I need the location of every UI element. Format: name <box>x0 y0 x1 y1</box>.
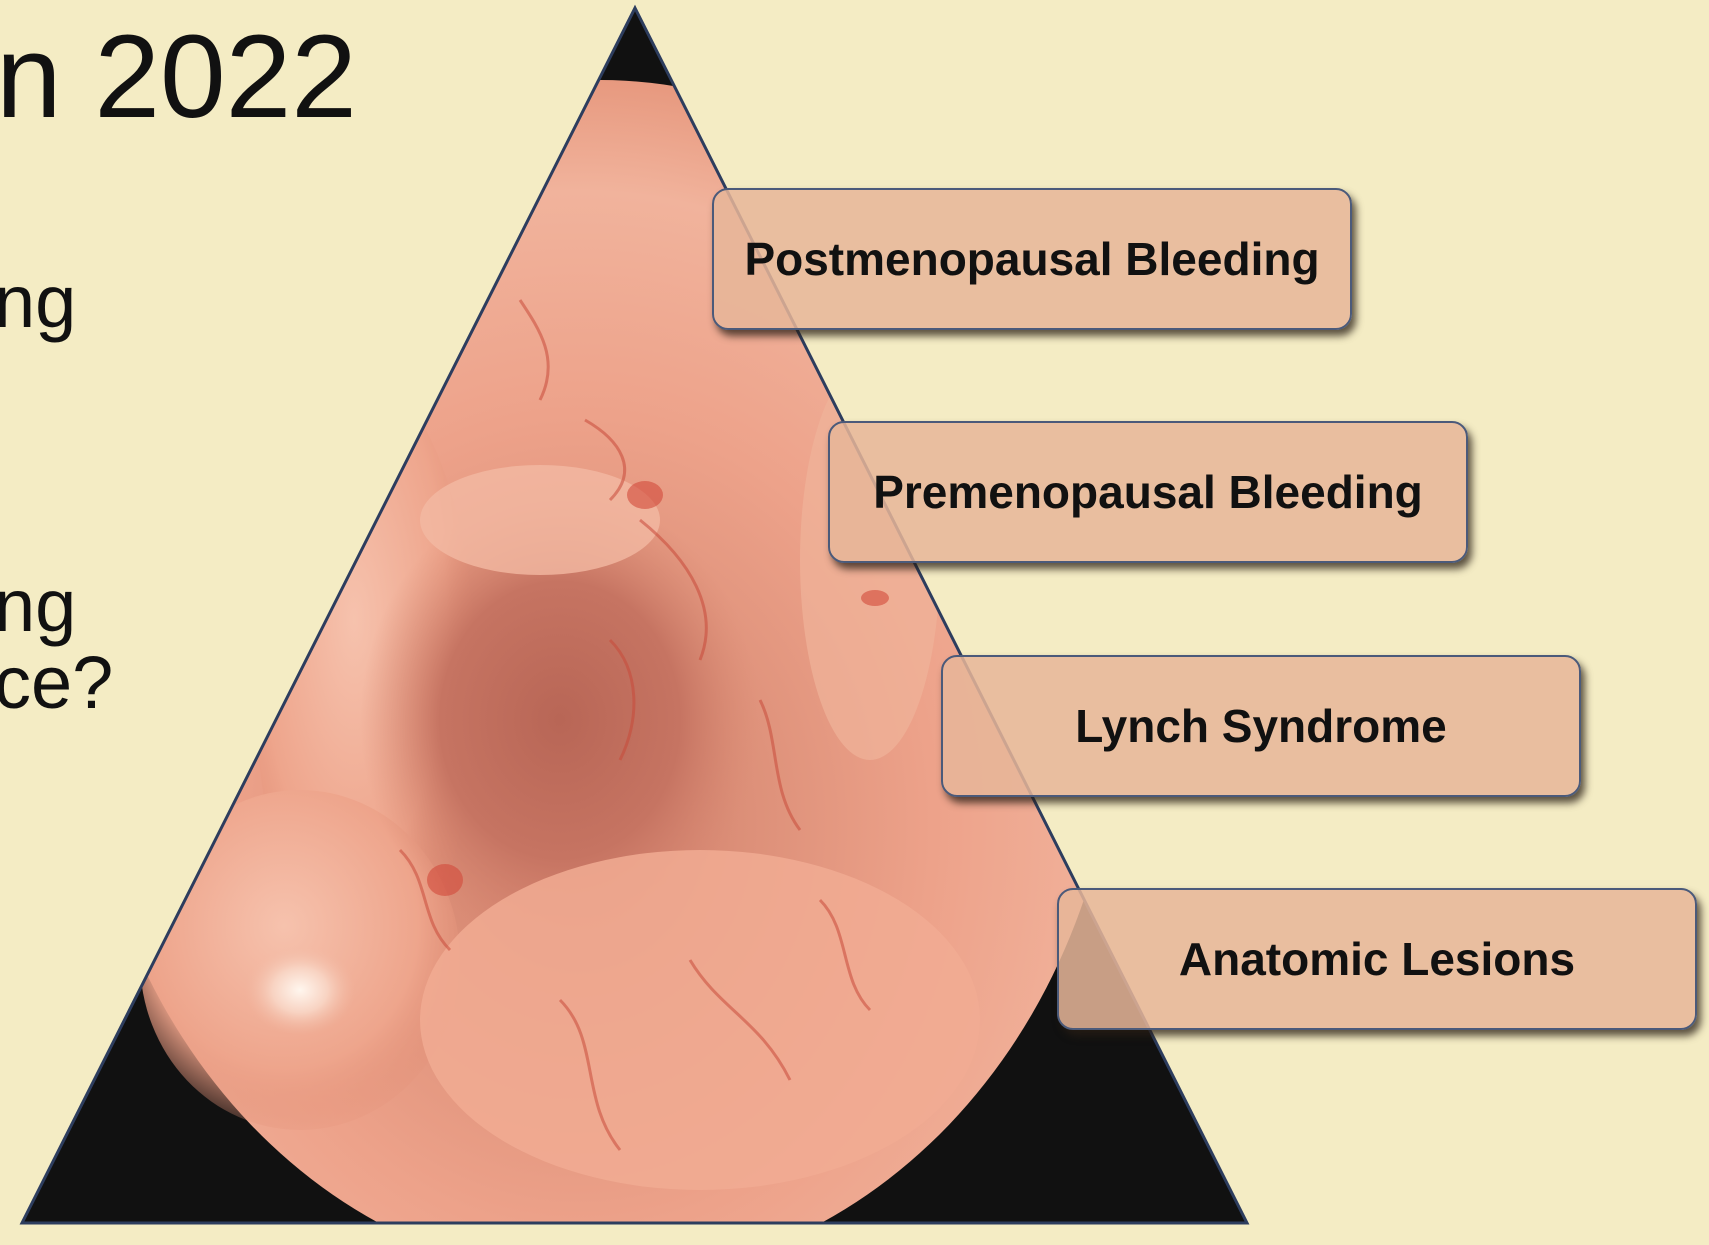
pyramid-label-lynch-syndrome: Lynch Syndrome <box>941 655 1581 797</box>
pyramid-label-text: Anatomic Lesions <box>1179 932 1575 986</box>
pyramid-label-premenopausal-bleeding: Premenopausal Bleeding <box>828 421 1468 563</box>
pyramid-label-text: Lynch Syndrome <box>1075 699 1446 753</box>
pyramid-label-text: Premenopausal Bleeding <box>873 465 1423 519</box>
pyramid-label-text: Postmenopausal Bleeding <box>744 232 1319 286</box>
pyramid-label-postmenopausal-bleeding: Postmenopausal Bleeding <box>712 188 1352 330</box>
pyramid-label-anatomic-lesions: Anatomic Lesions <box>1057 888 1697 1030</box>
